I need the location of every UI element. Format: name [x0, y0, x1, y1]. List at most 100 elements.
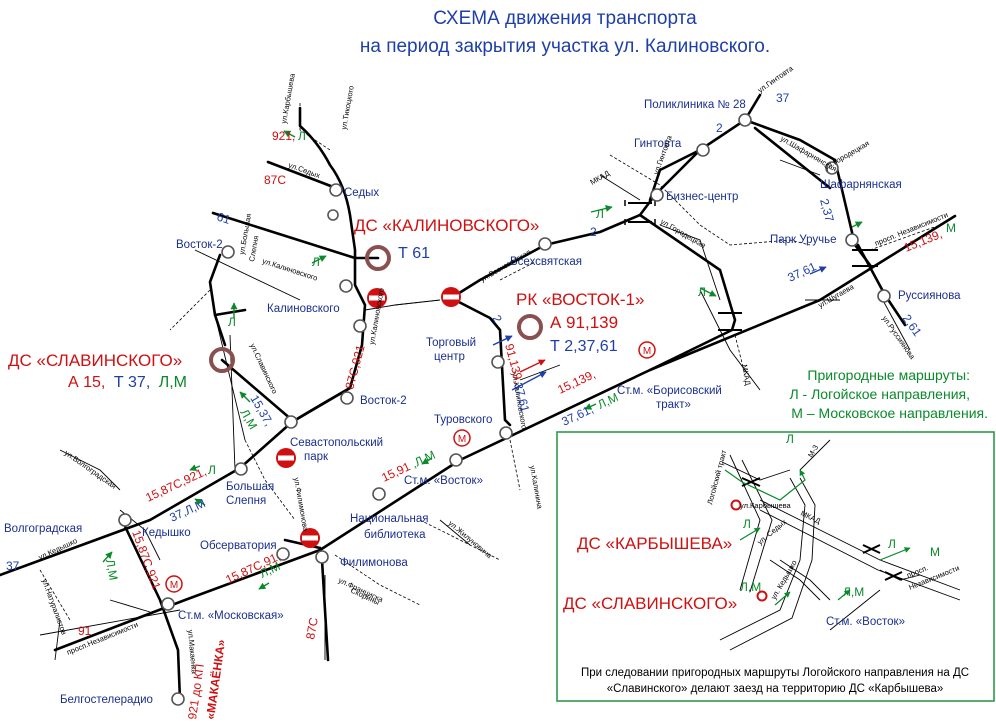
depot-slavinskogo-routes-a: А 15, — [68, 374, 105, 391]
metro-m-icon: M — [638, 341, 656, 359]
inset-ds-karbysheva: ДС «КАРБЫШЕВА» — [577, 534, 732, 553]
route-37-poliklinika: 37 — [776, 91, 790, 105]
inset-karbysheva-st: ул.Карбышева — [740, 501, 792, 510]
stop-russianova: Руссиянова — [898, 290, 961, 302]
street-makaenka: ул.Макаенка — [186, 629, 199, 675]
stop-sedyh: Седых — [344, 187, 379, 199]
inset-lm-1: Л,М — [740, 580, 761, 594]
street-zhilunovicha: ул.Жилуновича — [447, 519, 495, 561]
no-entry-icon — [276, 448, 296, 468]
interchange-mkad-east — [718, 312, 742, 331]
stop-kalinovskogo: Калиновского — [267, 303, 340, 315]
stop-torgovy-1: Торговый — [426, 337, 476, 349]
route-87c921-v: 87С,921 — [342, 343, 367, 391]
route-l-bolshaya: Л — [208, 463, 216, 477]
legend-l: Л - Логойское направления, — [789, 386, 970, 402]
title-line-1: СХЕМА движения транспорта — [433, 8, 697, 29]
interchange-uruchye — [852, 249, 878, 267]
route-15-139: 15,139, — [555, 367, 597, 397]
stop-vostok2: Восток-2 — [360, 395, 407, 407]
depot-slavinskogo-routes-lm: Л,М — [159, 374, 187, 391]
inset-l-1: Л — [786, 432, 794, 446]
route-37-61-b: 37,61, — [559, 402, 595, 429]
stop-poliklinika: Поликлиника № 28 — [644, 99, 746, 111]
stop-vostok2-top: Восток-2 — [176, 239, 223, 251]
depot-vostok-name: РК «ВОСТОК-1» — [516, 290, 644, 309]
inset-panel — [556, 431, 995, 702]
route-91-139-v: 91,139, — [502, 342, 526, 384]
street-nezavisimosti-sw: просп.Независимости — [65, 620, 139, 657]
stop-sevastopolsky-2: парк — [304, 451, 329, 463]
stop-bolshaya-1: Большая — [226, 481, 274, 493]
route-lm-kedyshko: Л,М — [103, 558, 120, 581]
stop-borisovsky-2: тракт» — [656, 399, 691, 411]
direction-arrows — [102, 130, 863, 590]
route-makaenka: «МАКАЁНКА» — [202, 638, 228, 720]
svg-text:M: M — [643, 346, 651, 357]
inset-st-vostok: Ст.м. «Восток» — [826, 616, 905, 628]
stop-biznes: Бизнес-центр — [666, 191, 738, 203]
stop-markers — [118, 113, 891, 706]
stop-moskovskaya: Ст.м. «Московская» — [178, 610, 284, 622]
street-gintovta: ул.Гинтовта — [756, 63, 795, 94]
inset-lm-2: Л,М — [843, 585, 864, 599]
street-kalinina: ул.Калинина — [528, 465, 545, 511]
depot-ring-icon[interactable] — [517, 314, 543, 340]
inset-m-1: М — [930, 545, 940, 559]
route-87c-top: 87С — [264, 173, 286, 187]
stop-belgostelradio: Белгостелерадио — [60, 694, 153, 706]
street-shugaeva: ул.Шугаева — [817, 282, 857, 310]
inset-note-1: При следовании пригородных маршруты Лого… — [581, 667, 969, 679]
stop-filimonova: Филимонова — [340, 557, 408, 569]
stop-nat-lib-2: библиотека — [364, 529, 426, 541]
stop-torgovy-2: центр — [434, 351, 465, 363]
metro-m-icon: M — [165, 575, 183, 593]
route-921: 921, — [272, 129, 295, 143]
stop-volgogradskaya: Волгоградская — [4, 523, 82, 535]
stop-observatoriya: Обсерватория — [200, 540, 277, 552]
route-87c-bottom: 87С — [303, 616, 321, 640]
stop-gintovta: Гинтовта — [634, 138, 682, 150]
no-entry-icon — [441, 287, 461, 307]
route-l-mkad: Л — [596, 207, 604, 221]
route-37-61: 37,61 — [785, 259, 818, 285]
route-2-37: 2,37 — [817, 197, 837, 223]
street-bolshaya-2: Слепня — [247, 235, 260, 262]
stop-uruchye: Парк Уручье — [770, 234, 836, 246]
depot-kalinovskogo-routes: Т 61 — [398, 245, 430, 262]
stop-vsehsvyatskaya: Всехсвятская — [510, 256, 582, 268]
depot-vostok-routes-1: А 91,139 — [550, 313, 618, 332]
stop-shafarnyanskaya: Шафарнянская — [820, 179, 902, 191]
route-37-west: 37 — [6, 559, 20, 573]
street-filimonova: ул.Филимонова — [292, 477, 310, 533]
street-mkad-2: МКАД — [740, 364, 753, 386]
depot-ring-icon[interactable] — [209, 347, 235, 373]
depot-slavinskogo-name: ДС «СЛАВИНСКОГО» — [8, 351, 182, 370]
svg-text:M: M — [458, 434, 466, 445]
depot-vostok-routes-2: Т 2,37,61 — [550, 338, 618, 355]
stop-borisovsky-1: Ст.м. «Борисовский — [617, 385, 722, 397]
route-l-kalinovskogo: Л — [312, 255, 320, 269]
interchange-mkad-west — [624, 200, 656, 225]
inset-note-2: «Славинского» делают заезд на территорию… — [607, 683, 944, 695]
route-2-rk: 2 — [489, 313, 505, 326]
street-volgogradskaya: ул.Волгоградская — [63, 448, 118, 490]
depot-slavinskogo-routes: А 15, Т 37, Л,М — [68, 374, 187, 391]
street-mkad: МКАД — [589, 168, 612, 186]
route-l-karbysheva: Л — [298, 129, 306, 143]
route-l-slavinskogo: Л — [228, 315, 236, 329]
stop-nat-lib-1: Национальная — [350, 513, 429, 525]
route-2-poliklinika: 2 — [716, 121, 723, 135]
inset-l-2: Л — [743, 517, 751, 531]
legend-title: Пригородные маршруты: — [807, 367, 970, 383]
route-37-w: 37,Л,М — [167, 496, 207, 525]
depot-ring-icon[interactable] — [365, 245, 391, 271]
no-entry-icon — [367, 288, 387, 308]
stop-bolshaya-2: Слепня — [226, 495, 266, 507]
stop-st-vostok: Ст.м. «Восток» — [404, 475, 483, 487]
street-tikotskogo: ул.Тикоцкого — [339, 85, 356, 130]
street-karbysheva: ул.Карбышева — [279, 72, 297, 124]
metro-m-icon: M — [453, 429, 471, 447]
no-entry-icon — [300, 528, 320, 548]
